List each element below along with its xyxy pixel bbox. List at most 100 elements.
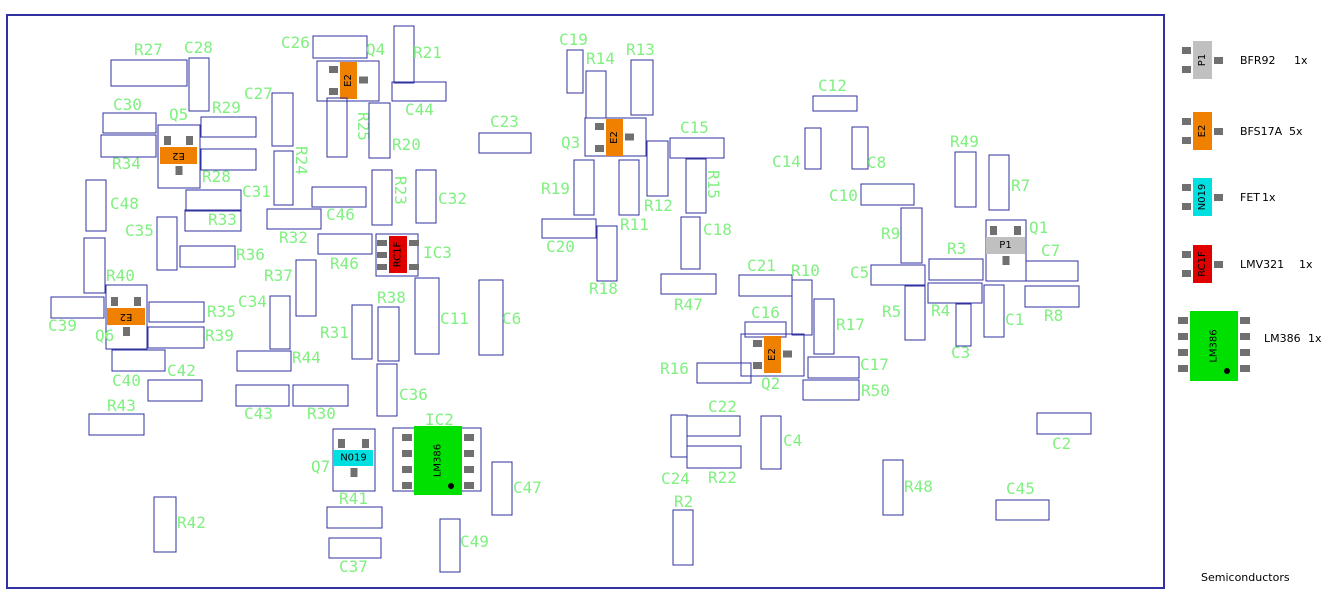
- pad-r20: [368, 102, 391, 159]
- footprint-outline: [332, 428, 376, 492]
- designator-r49: R49: [950, 132, 979, 151]
- pin: [595, 145, 604, 152]
- board-outline: [6, 14, 1165, 589]
- pin: [164, 136, 171, 145]
- designator-c16: C16: [751, 303, 780, 322]
- component-r2: R2: [672, 492, 694, 566]
- pad-r3: [928, 258, 984, 281]
- pad-c5: [870, 264, 926, 286]
- pad-r34: [100, 134, 157, 158]
- component-r27: R27: [110, 40, 188, 87]
- component-r25: R25: [326, 97, 373, 158]
- pad-c24: [670, 414, 688, 458]
- designator-r31: R31: [320, 323, 349, 342]
- bfs17a-body: [340, 62, 357, 99]
- pad-c6: [478, 279, 504, 356]
- pad-c37: [328, 537, 382, 559]
- pin: [753, 362, 762, 369]
- designator-ic3: IC3: [423, 243, 452, 262]
- designator-r30: R30: [307, 404, 336, 423]
- component-r49: R49: [950, 132, 979, 208]
- pad-r33: [184, 209, 242, 232]
- pad-c20: [541, 218, 597, 239]
- designator-r23: R23: [391, 176, 410, 205]
- designator-ic2: IC2: [425, 410, 454, 429]
- legend-count: 1x: [1308, 332, 1322, 345]
- pad-r4: [927, 282, 983, 304]
- pin: [1240, 333, 1250, 340]
- pad-r9: [900, 207, 923, 264]
- designator-c21: C21: [747, 256, 776, 275]
- pin: [1214, 128, 1223, 135]
- component-c46: C46: [311, 186, 367, 224]
- pad-r36: [179, 245, 236, 268]
- component-c27: C27: [244, 84, 294, 147]
- pad-c8: [851, 126, 869, 170]
- bfs17a-body: [764, 336, 781, 373]
- component-c17: C17: [807, 355, 889, 379]
- pin: [362, 439, 369, 448]
- pad-r25: [326, 97, 348, 158]
- component-r18: R18: [589, 225, 618, 298]
- designator-c5: C5: [850, 263, 869, 282]
- pad-c34: [269, 295, 291, 350]
- designator-r35: R35: [207, 302, 236, 321]
- pad-r21: [393, 25, 415, 84]
- component-r46: R46: [317, 233, 373, 273]
- designator-r38: R38: [377, 288, 406, 307]
- pad-r12: [646, 140, 669, 197]
- legend-swatch: [1190, 311, 1238, 381]
- pad-r49: [954, 151, 977, 208]
- pad-c15: [669, 137, 725, 159]
- component-c11: C11: [414, 277, 469, 355]
- chip-marking: RC1F: [393, 241, 404, 267]
- pin: [329, 66, 338, 73]
- designator-r25: R25: [354, 112, 373, 141]
- pad-r43: [88, 413, 145, 436]
- pin: [186, 136, 193, 145]
- component-c10: C10: [829, 183, 915, 206]
- component-r23: R23: [371, 169, 410, 226]
- legend-marking: E2: [1197, 125, 1208, 138]
- pad-r11: [618, 159, 640, 216]
- pad-r24: [273, 150, 294, 206]
- component-r34: R34: [100, 134, 157, 173]
- chip-marking: E2: [120, 311, 133, 322]
- bfs17a-body: [606, 119, 623, 156]
- pad-r14: [585, 70, 607, 119]
- designator-q3: Q3: [561, 133, 580, 152]
- pad-c45: [995, 499, 1050, 521]
- designator-q4: Q4: [366, 40, 385, 59]
- chip-marking: LM386: [433, 444, 444, 477]
- pad-r39: [147, 326, 205, 349]
- designator-c7: C7: [1041, 241, 1060, 260]
- designator-r41: R41: [339, 489, 368, 508]
- component-r31: R31: [320, 304, 373, 360]
- chip-marking: E2: [767, 348, 778, 361]
- component-c4: C4: [760, 415, 802, 470]
- designator-c15: C15: [680, 118, 709, 137]
- designator-r34: R34: [112, 154, 141, 173]
- legend-marking: N019: [1197, 184, 1208, 211]
- fet-body: [334, 450, 373, 466]
- pad-c10: [860, 183, 915, 206]
- pad-c48: [85, 179, 107, 232]
- pin: [377, 240, 387, 246]
- legend-swatch: [1193, 41, 1212, 79]
- designator-r4: R4: [931, 301, 950, 320]
- component-c28: C28: [184, 38, 213, 112]
- pin: [409, 264, 419, 270]
- designator-r50: R50: [861, 381, 890, 400]
- pad-r2: [672, 509, 694, 566]
- component-r50: R50: [802, 379, 890, 401]
- pad-r32: [266, 208, 322, 230]
- component-c36: C36: [376, 363, 428, 417]
- pin: [1182, 203, 1191, 210]
- component-r11: R11: [618, 159, 649, 234]
- component-r43: R43: [88, 396, 145, 436]
- footprint-outline: [375, 233, 419, 277]
- component-r42: R42: [153, 496, 206, 553]
- designator-r37: R37: [264, 266, 293, 285]
